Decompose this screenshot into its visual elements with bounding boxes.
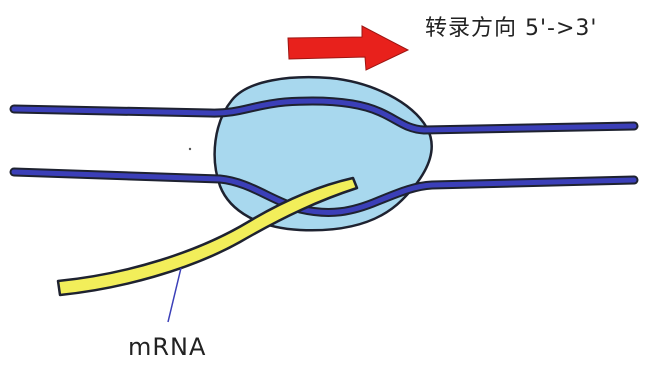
- mrna-strand: [58, 178, 357, 295]
- mrna-pointer-line: [168, 268, 181, 322]
- small-dot: [189, 148, 191, 150]
- transcription-direction-label: 转录方向 5'->3': [425, 10, 597, 42]
- direction-arrow-icon: [288, 26, 408, 70]
- mrna-label: mRNA: [128, 333, 206, 361]
